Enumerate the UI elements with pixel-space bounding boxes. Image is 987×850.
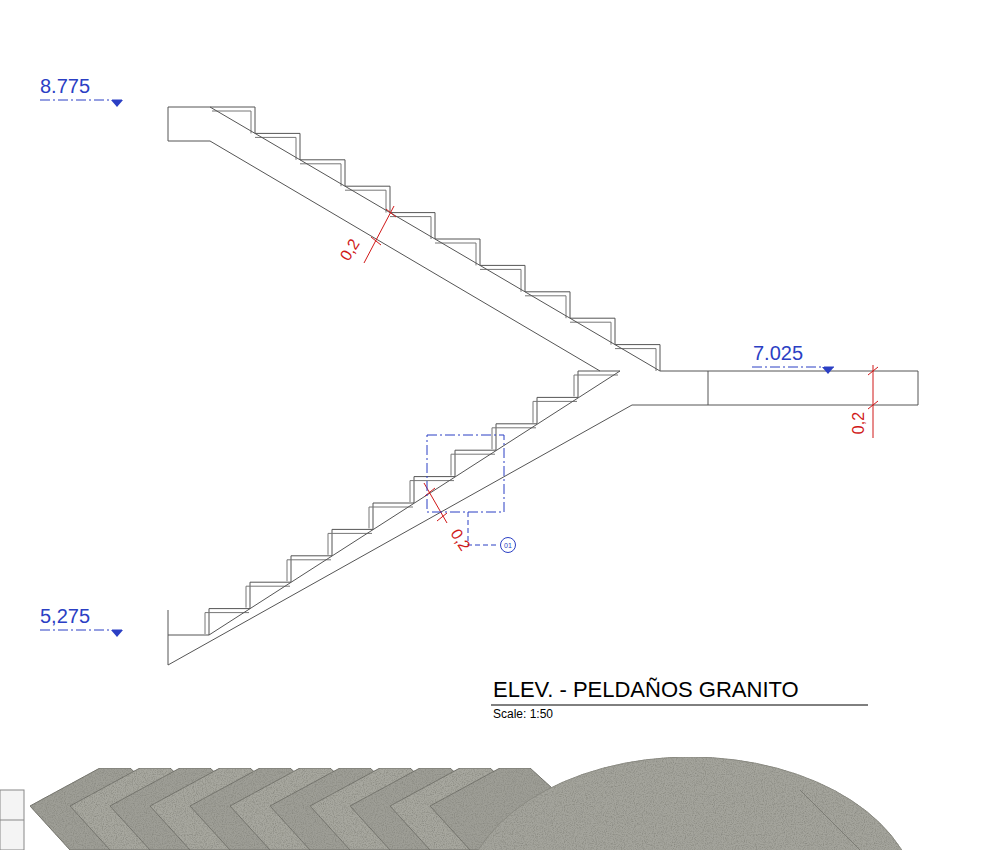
lower-slab — [168, 371, 918, 665]
level-markers — [111, 100, 834, 637]
level-mark: 5,275 — [40, 606, 90, 626]
title-underline — [491, 705, 868, 706]
drawing-title: ELEV. - PELDAÑOS GRANITO — [493, 679, 799, 701]
level-mark: 7.025 — [753, 343, 803, 363]
level-lines — [40, 100, 835, 630]
granite-render — [0, 757, 918, 850]
level-mark: 8.775 — [40, 76, 90, 96]
lower-steps — [168, 371, 620, 635]
scale-caption: Scale: 1:50 — [493, 708, 553, 720]
stair-structure — [168, 107, 918, 665]
callout-circle: 01 — [500, 537, 516, 553]
upper-slab — [168, 107, 660, 371]
dimension-lines — [364, 206, 878, 523]
callout-number: 01 — [504, 542, 512, 549]
dimension-text: 0,2 — [447, 526, 472, 553]
upper-cladding — [212, 111, 656, 371]
dimension-text: 0,2 — [337, 236, 362, 263]
dimension-text: 0,2 — [851, 412, 867, 434]
upper-steps — [168, 107, 918, 371]
detail-callout — [427, 435, 504, 545]
